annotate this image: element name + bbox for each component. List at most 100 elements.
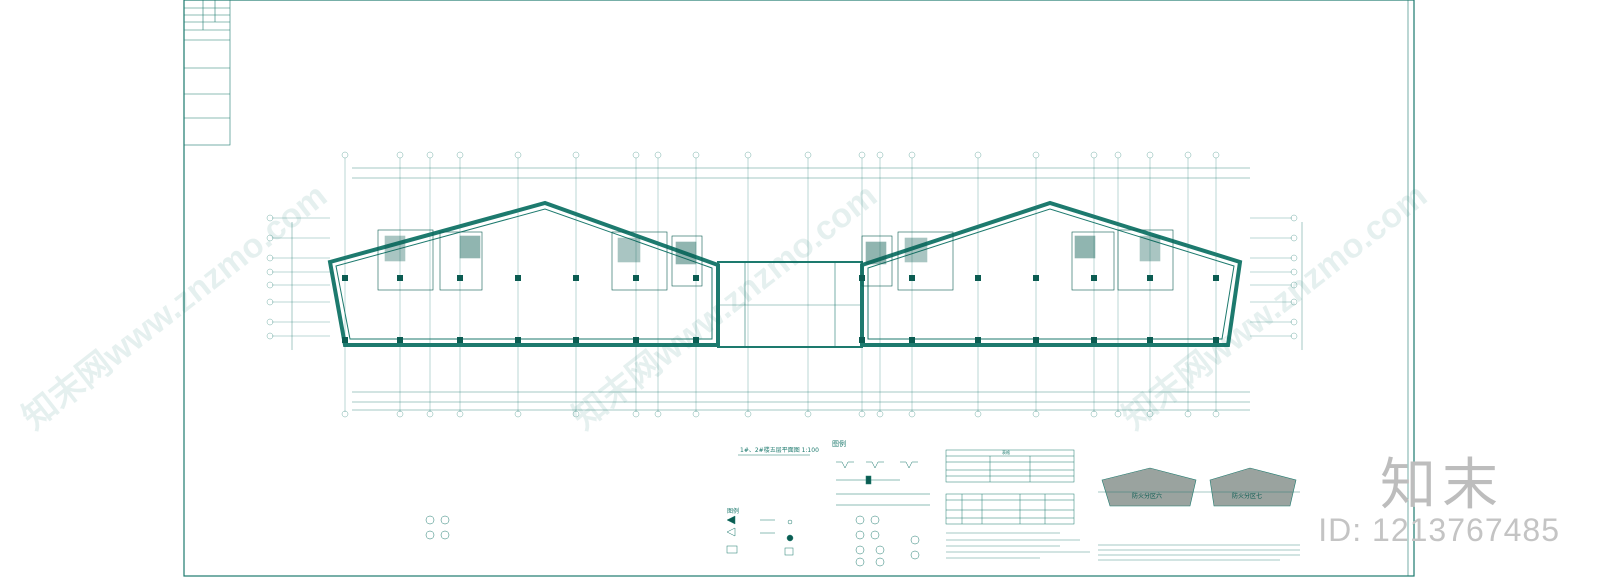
structural-column — [909, 337, 915, 343]
dimension-lines-top — [352, 167, 1250, 179]
structural-column — [515, 275, 521, 281]
schedule-bubble — [855, 515, 865, 525]
grid-bubble — [1114, 151, 1122, 159]
door-window-bubbles — [425, 515, 920, 567]
grid-bubble — [1212, 410, 1220, 418]
legend-block-1: 图例 — [832, 439, 930, 506]
grid-bubble — [908, 410, 916, 418]
grid-bubble — [1032, 410, 1040, 418]
grid-bubble — [804, 410, 812, 418]
key-plan-left — [1101, 467, 1197, 507]
schedule-bubble — [425, 515, 435, 525]
structural-column — [342, 337, 348, 343]
structural-column — [1147, 337, 1153, 343]
structural-column — [909, 275, 915, 281]
grid-bubble — [692, 410, 700, 418]
grid-bubble — [876, 151, 884, 159]
grid-bubble — [1184, 151, 1192, 159]
grid-bubble — [1212, 151, 1220, 159]
grid-bubble — [1032, 151, 1040, 159]
grid-bubble — [266, 332, 274, 340]
grid-bubble — [1290, 268, 1298, 276]
plan-cores — [377, 229, 1174, 291]
key-plan-label-right: 防火分区七 — [1232, 492, 1262, 500]
grid-bubble — [1146, 410, 1154, 418]
grid-bubble — [654, 410, 662, 418]
structural-column — [573, 275, 579, 281]
grid-bubble — [1290, 281, 1298, 289]
structural-column — [633, 337, 639, 343]
grid-bubble — [1290, 332, 1298, 340]
grid-bubble — [858, 410, 866, 418]
grid-bubble — [1114, 410, 1122, 418]
grid-bubble — [426, 151, 434, 159]
grid-bubble — [654, 151, 662, 159]
grid-bubble — [1090, 410, 1098, 418]
grid-bubble — [514, 410, 522, 418]
grid-bubble — [266, 268, 274, 276]
grid-bubble — [858, 151, 866, 159]
structural-column — [1033, 337, 1039, 343]
structural-column — [1213, 275, 1219, 281]
schedule-bubble — [855, 545, 865, 555]
schedule-bubble — [870, 530, 880, 540]
schedule-bubble — [425, 530, 435, 540]
grid-bubble — [456, 151, 464, 159]
grid-bubble — [1290, 318, 1298, 326]
grid-bubble — [396, 151, 404, 159]
schedule-bubble — [855, 557, 865, 567]
brand-logo-text: 知末 — [1380, 453, 1504, 518]
grid-bubble — [974, 151, 982, 159]
grid-bubble — [1290, 234, 1298, 242]
grid-bubble — [1290, 254, 1298, 262]
structural-column — [397, 337, 403, 343]
structural-column — [633, 275, 639, 281]
dimension-lines-side — [291, 222, 1303, 350]
structural-column — [1147, 275, 1153, 281]
grid-bubble — [1184, 410, 1192, 418]
grid-bubble — [456, 410, 464, 418]
structural-column — [693, 337, 699, 343]
key-plan-label-left: 防火分区六 — [1132, 492, 1162, 500]
plan-connector — [717, 261, 863, 348]
structural-column — [1213, 337, 1219, 343]
image-id: ID: 1213767485 — [1318, 512, 1560, 548]
grid-bubble — [908, 151, 916, 159]
structural-column — [1091, 337, 1097, 343]
grid-bubble — [396, 410, 404, 418]
structural-column — [693, 275, 699, 281]
structural-column — [342, 275, 348, 281]
grid-bubble — [341, 410, 349, 418]
area-schedule-table: 表格 — [945, 449, 1075, 525]
grid-bubble — [426, 410, 434, 418]
schedule-bubble — [910, 550, 920, 560]
grid-bubble — [266, 298, 274, 306]
grid-bubble — [341, 151, 349, 159]
schedule-bubble — [440, 530, 450, 540]
structural-column — [1033, 275, 1039, 281]
grid-bubble — [514, 151, 522, 159]
title-block — [183, 0, 231, 146]
drawing-notes — [946, 532, 1300, 561]
legend-heading-1: 图例 — [832, 439, 846, 448]
plan-right-wing — [860, 200, 1243, 347]
schedule-bubble — [910, 535, 920, 545]
schedule-bubble — [875, 557, 885, 567]
grid-bubble — [266, 214, 274, 222]
grid-bubble — [1290, 298, 1298, 306]
structural-column — [859, 337, 865, 343]
structural-column — [573, 337, 579, 343]
grid-bubble — [1090, 151, 1098, 159]
structural-column — [975, 337, 981, 343]
grid-bubble — [744, 151, 752, 159]
key-plans: 防火分区六 防火分区七 — [1098, 467, 1300, 507]
grid-bubble — [804, 151, 812, 159]
schedule-bubble — [855, 530, 865, 540]
table-heading: 表格 — [1002, 449, 1010, 455]
dimension-lines-bottom — [352, 391, 1250, 411]
legend-heading-2: 图例 — [727, 507, 739, 515]
grid-bubble — [744, 410, 752, 418]
structural-column — [859, 275, 865, 281]
grid-bubble — [692, 151, 700, 159]
